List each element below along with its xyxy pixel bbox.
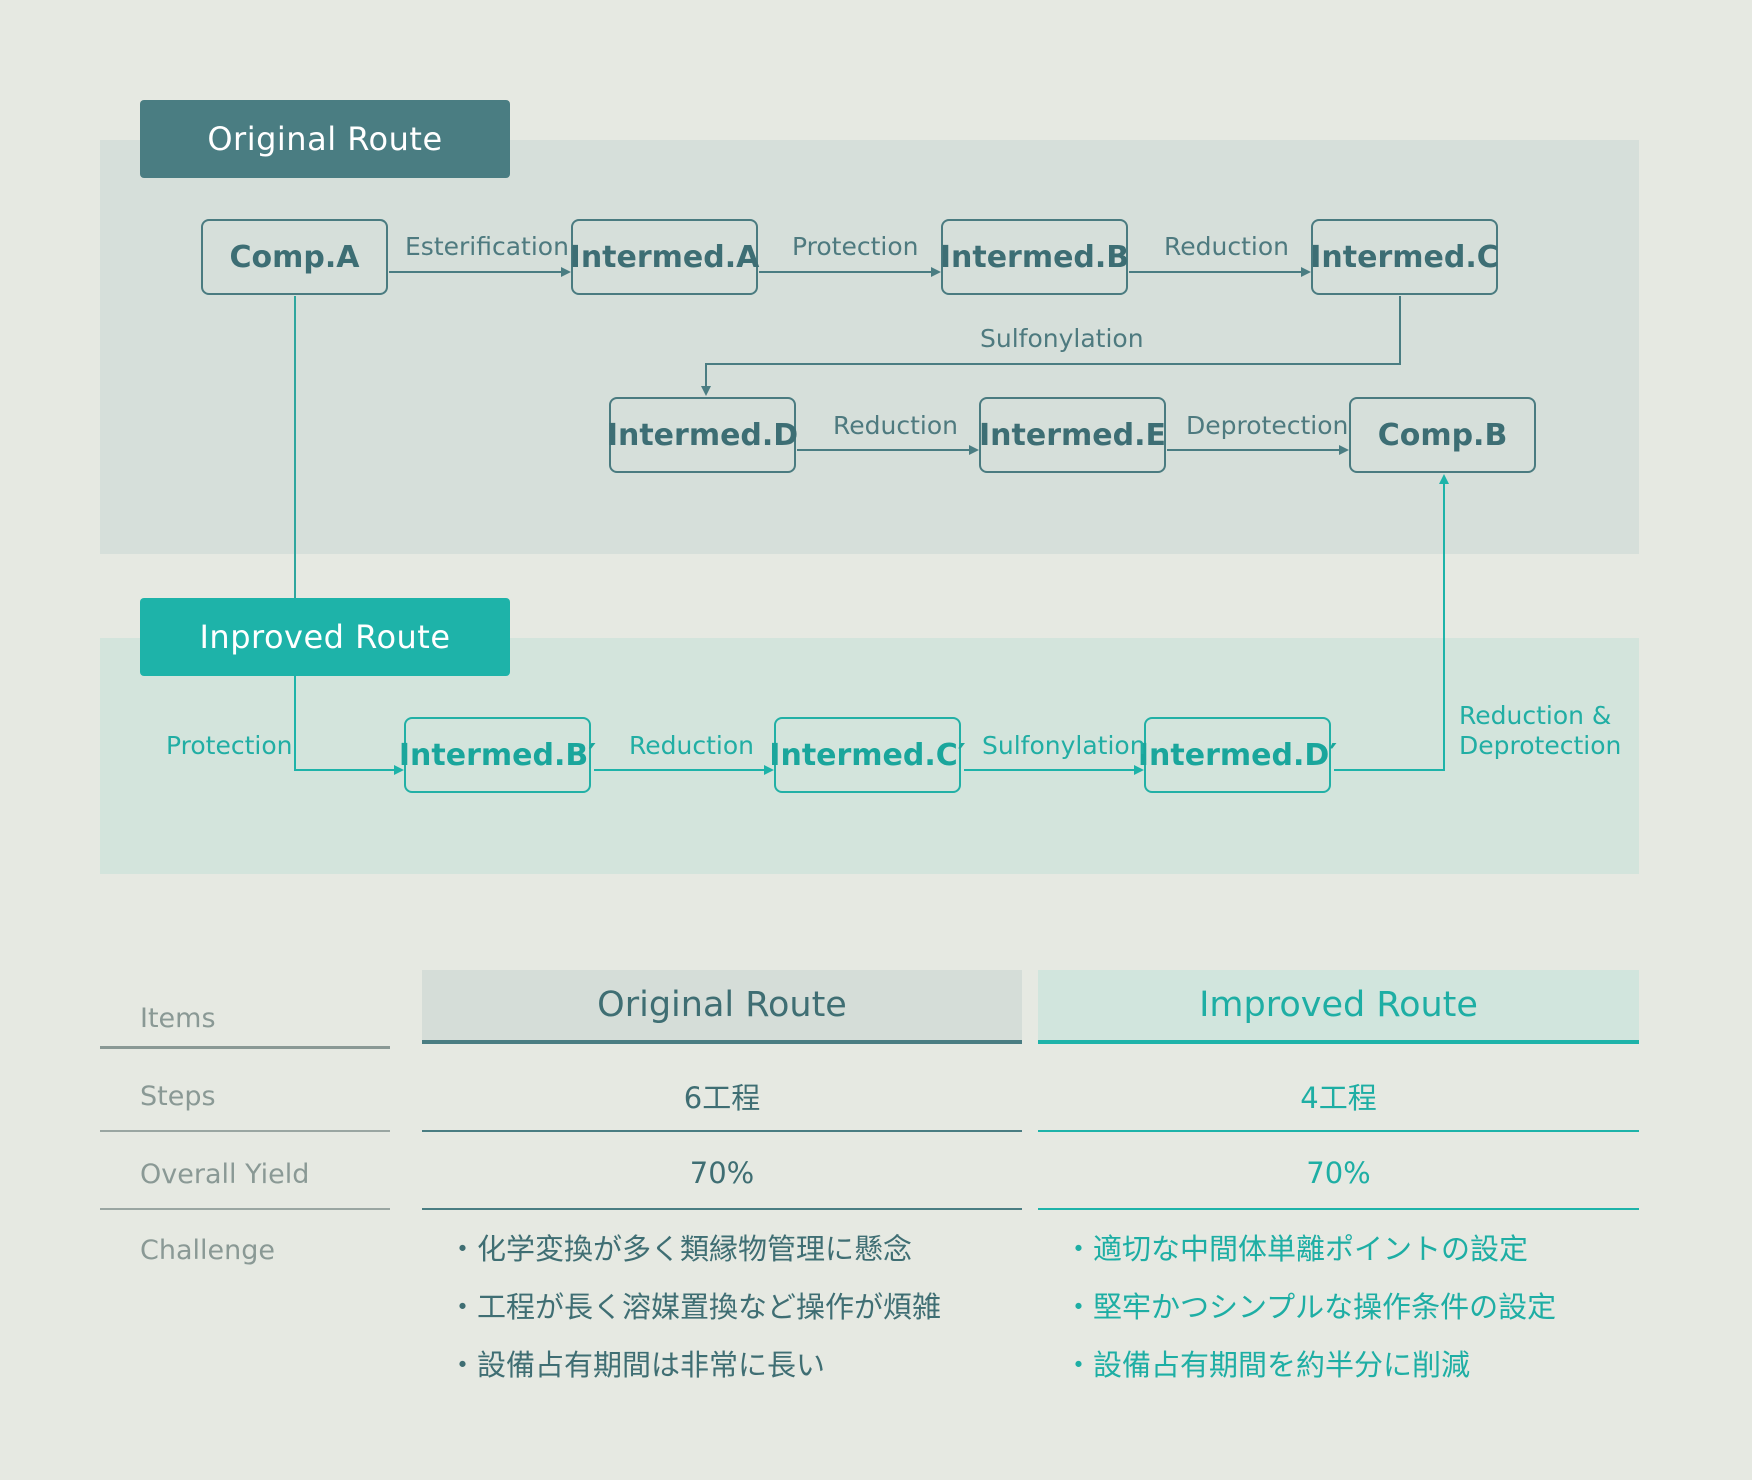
- row-divider-improved-1: [1038, 1130, 1639, 1132]
- table-header-original: Original Route: [422, 970, 1022, 1044]
- node-intermed-e: Intermed.E: [979, 397, 1166, 473]
- node-intermed-b-prime: Intermed.B′: [399, 717, 596, 793]
- step-label-protection: Protection: [792, 232, 919, 261]
- step-label-improved-protection: Protection: [166, 731, 293, 760]
- node-intermed-a: Intermed.A: [570, 219, 759, 295]
- challenge-original-1: ・化学変換が多く類縁物管理に懸念: [448, 1232, 913, 1266]
- cell-yield-original: 70%: [689, 1156, 755, 1190]
- node-intermed-d: Intermed.D: [607, 397, 798, 473]
- challenge-improved-2: ・堅牢かつシンプルな操作条件の設定: [1064, 1290, 1557, 1324]
- row-label-challenge: Challenge: [140, 1235, 275, 1266]
- arrow-sulfonylation: [701, 296, 1401, 396]
- original-route-panel: [100, 140, 1639, 554]
- challenge-improved-3: ・設備占有期間を約半分に削減: [1064, 1348, 1471, 1382]
- step-label-sulfonylation: Sulfonylation: [980, 324, 1144, 353]
- improved-route-tag: Inproved Route: [140, 598, 510, 676]
- cell-steps-improved: 4工程: [1300, 1081, 1377, 1115]
- table-header-items: Items: [140, 1003, 216, 1034]
- node-intermed-d-prime: Intermed.D′: [1138, 717, 1337, 793]
- challenge-original-2: ・工程が長く溶媒置換など操作が煩雑: [448, 1290, 942, 1324]
- node-intermed-c: Intermed.C: [1310, 219, 1499, 295]
- challenge-original-3: ・設備占有期間は非常に長い: [448, 1348, 826, 1382]
- arrow-improved-protection: [294, 676, 404, 775]
- step-label-reduction-deprotection-2: Deprotection: [1459, 731, 1622, 760]
- step-label-reduction-deprotection-1: Reduction &: [1459, 701, 1612, 730]
- arrow-reduction-deprotection: [1334, 474, 1449, 771]
- row-divider-original-2: [422, 1208, 1022, 1210]
- improved-route-panel: [100, 638, 1639, 874]
- node-comp-b: Comp.B: [1349, 397, 1536, 473]
- row-divider-label-2: [100, 1208, 390, 1210]
- step-label-deprotection: Deprotection: [1186, 411, 1349, 440]
- row-label-steps: Steps: [140, 1081, 216, 1112]
- cell-steps-original: 6工程: [683, 1081, 761, 1115]
- step-label-improved-reduction: Reduction: [629, 731, 754, 760]
- row-label-yield: Overall Yield: [140, 1159, 310, 1190]
- challenge-improved-1: ・適切な中間体単離ポイントの設定: [1064, 1232, 1529, 1266]
- step-label-reduction-1: Reduction: [1164, 232, 1289, 261]
- node-intermed-b: Intermed.B: [940, 219, 1129, 295]
- cell-yield-improved: 70%: [1306, 1156, 1371, 1190]
- table-header-improved: Improved Route: [1038, 970, 1639, 1044]
- step-label-esterification: Esterification: [405, 232, 569, 261]
- row-divider-label-1: [100, 1130, 390, 1132]
- original-route-tag: Original Route: [140, 100, 510, 178]
- step-label-improved-sulfonylation: Sulfonylation: [982, 731, 1146, 760]
- node-comp-a: Comp.A: [201, 219, 388, 295]
- step-label-reduction-2: Reduction: [833, 411, 958, 440]
- row-divider-improved-2: [1038, 1208, 1639, 1210]
- node-intermed-c-prime: Intermed.C′: [769, 717, 966, 793]
- row-divider-original-1: [422, 1130, 1022, 1132]
- items-header-underline: [100, 1046, 390, 1049]
